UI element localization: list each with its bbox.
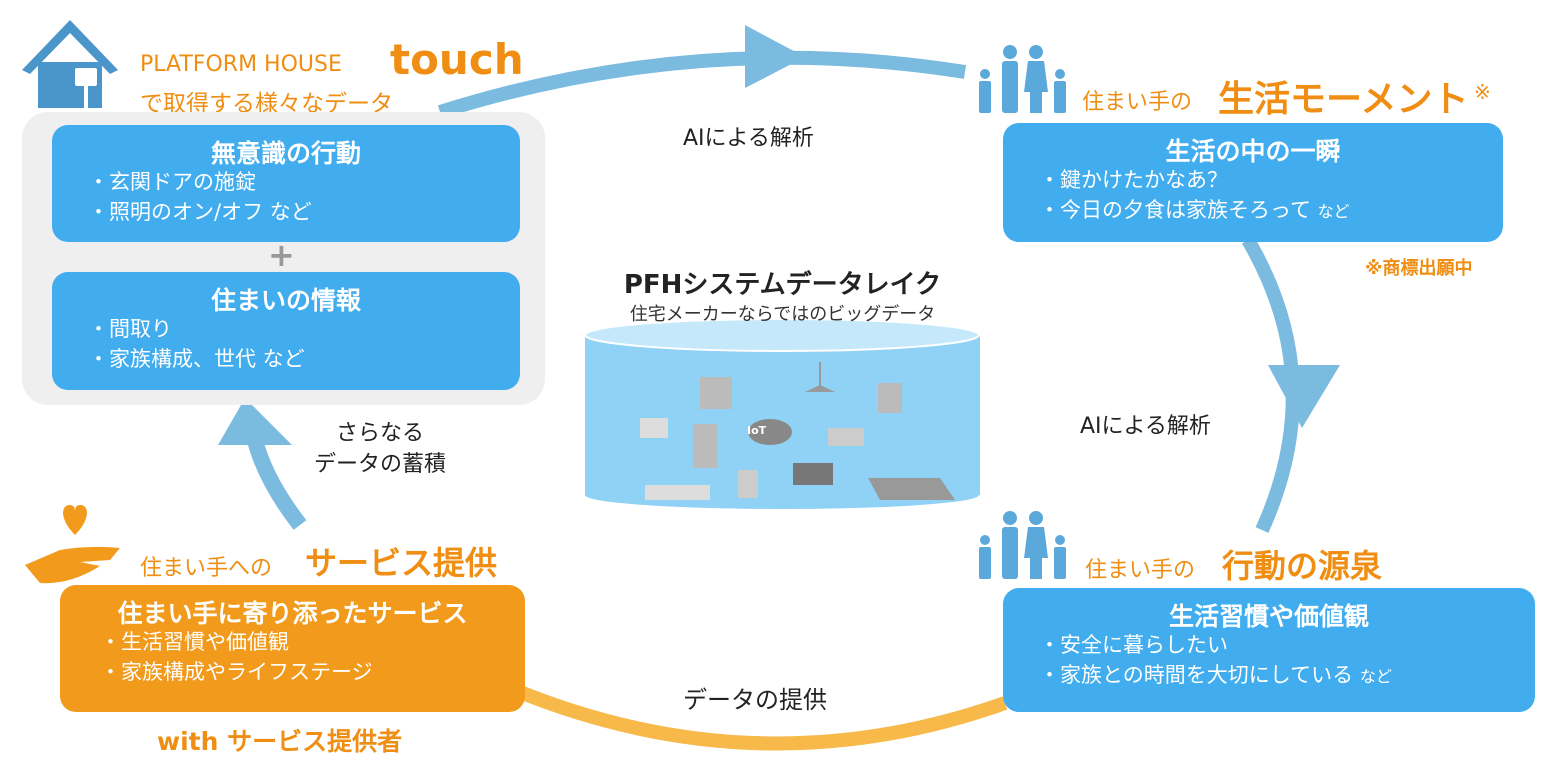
box-title: 住まい手に寄り添ったサービス [117, 599, 468, 628]
bottom-right-title: 行動の源泉 [1222, 547, 1383, 585]
top-arrowhead [745, 25, 805, 88]
list-item: ・家族構成、世代 など [88, 347, 305, 371]
list-item: ・照明のオン/オフ など [88, 200, 312, 224]
with-service-provider: with サービス提供者 [157, 727, 403, 756]
family-icon [979, 511, 1066, 579]
top-arrow-label: AIによる解析 [683, 126, 814, 151]
left-arc [247, 437, 307, 530]
list-item: ・家族との時間を大切にしている など [1039, 663, 1392, 687]
brand-name: PLATFORM HOUSE [140, 52, 342, 77]
left-arrow-label-line1: さらなる [335, 421, 424, 446]
left-arrow-label: さらなる データの蓄積 [300, 418, 460, 480]
unconscious-behavior-box: 無意識の行動 ・玄関ドアの施錠 ・照明のオン/オフ など [52, 125, 520, 242]
box-title: 無意識の行動 [210, 139, 361, 168]
list-item: ・生活習慣や価値観 [100, 630, 289, 654]
life-moment-box: 生活の中の一瞬 ・鍵かけたかなあ？ ・今日の夕食は家族そろって など [1003, 123, 1503, 242]
service-box: 住まい手に寄り添ったサービス ・生活習慣や価値観 ・家族構成やライフステージ [60, 585, 525, 712]
right-arrowhead [1268, 365, 1340, 428]
left-arrow-label-line2: データの蓄積 [313, 452, 446, 477]
list-item: ・間取り [88, 317, 172, 341]
heart-hand-icon [25, 505, 120, 584]
list-item: ・安全に暮らしたい [1039, 633, 1228, 657]
brand-emphasis: touch [390, 35, 524, 84]
trademark-mark: ※ [1474, 80, 1491, 104]
trademark-note: ※商標出願中 [1365, 258, 1473, 279]
bottom-right-prefix: 住まい手の [1085, 558, 1196, 583]
right-arrow-label: AIによる解析 [1080, 414, 1211, 439]
house-icon [22, 20, 118, 108]
bottom-arrow-label: データの提供 [683, 686, 827, 714]
iot-cloud-icon [748, 419, 792, 445]
top-arc [437, 50, 967, 119]
list-item: ・家族構成やライフステージ [100, 660, 373, 684]
bottom-left-prefix: 住まい手への [140, 556, 273, 581]
values-box: 生活習慣や価値観 ・安全に暮らしたい ・家族との時間を大切にしている など [1003, 588, 1535, 712]
data-lake-subtitle: 住宅メーカーならではのビッグデータ [629, 304, 936, 325]
box-title: 生活習慣や価値観 [1168, 602, 1369, 631]
box-title: 生活の中の一瞬 [1165, 137, 1341, 166]
bottom-arc [512, 683, 1008, 751]
family-icon [979, 45, 1066, 113]
top-right-title: 生活モーメント [1218, 79, 1469, 120]
top-right-prefix: 住まい手の [1082, 90, 1193, 115]
home-info-box: 住まいの情報 ・間取り ・家族構成、世代 など [52, 272, 520, 390]
data-lake-cylinder [584, 318, 980, 509]
list-item: ・鍵かけたかなあ？ [1039, 168, 1228, 192]
data-lake-title: PFHシステムデータレイク [623, 270, 942, 300]
iot-label: IoT [747, 424, 767, 437]
box-title: 住まいの情報 [210, 286, 361, 315]
bottom-left-title: サービス提供 [305, 544, 498, 582]
left-arrowhead [218, 398, 292, 445]
list-item: ・玄関ドアの施錠 [88, 170, 256, 194]
plus-sign: + [268, 236, 295, 274]
list-item: ・今日の夕食は家族そろって など [1039, 198, 1350, 222]
